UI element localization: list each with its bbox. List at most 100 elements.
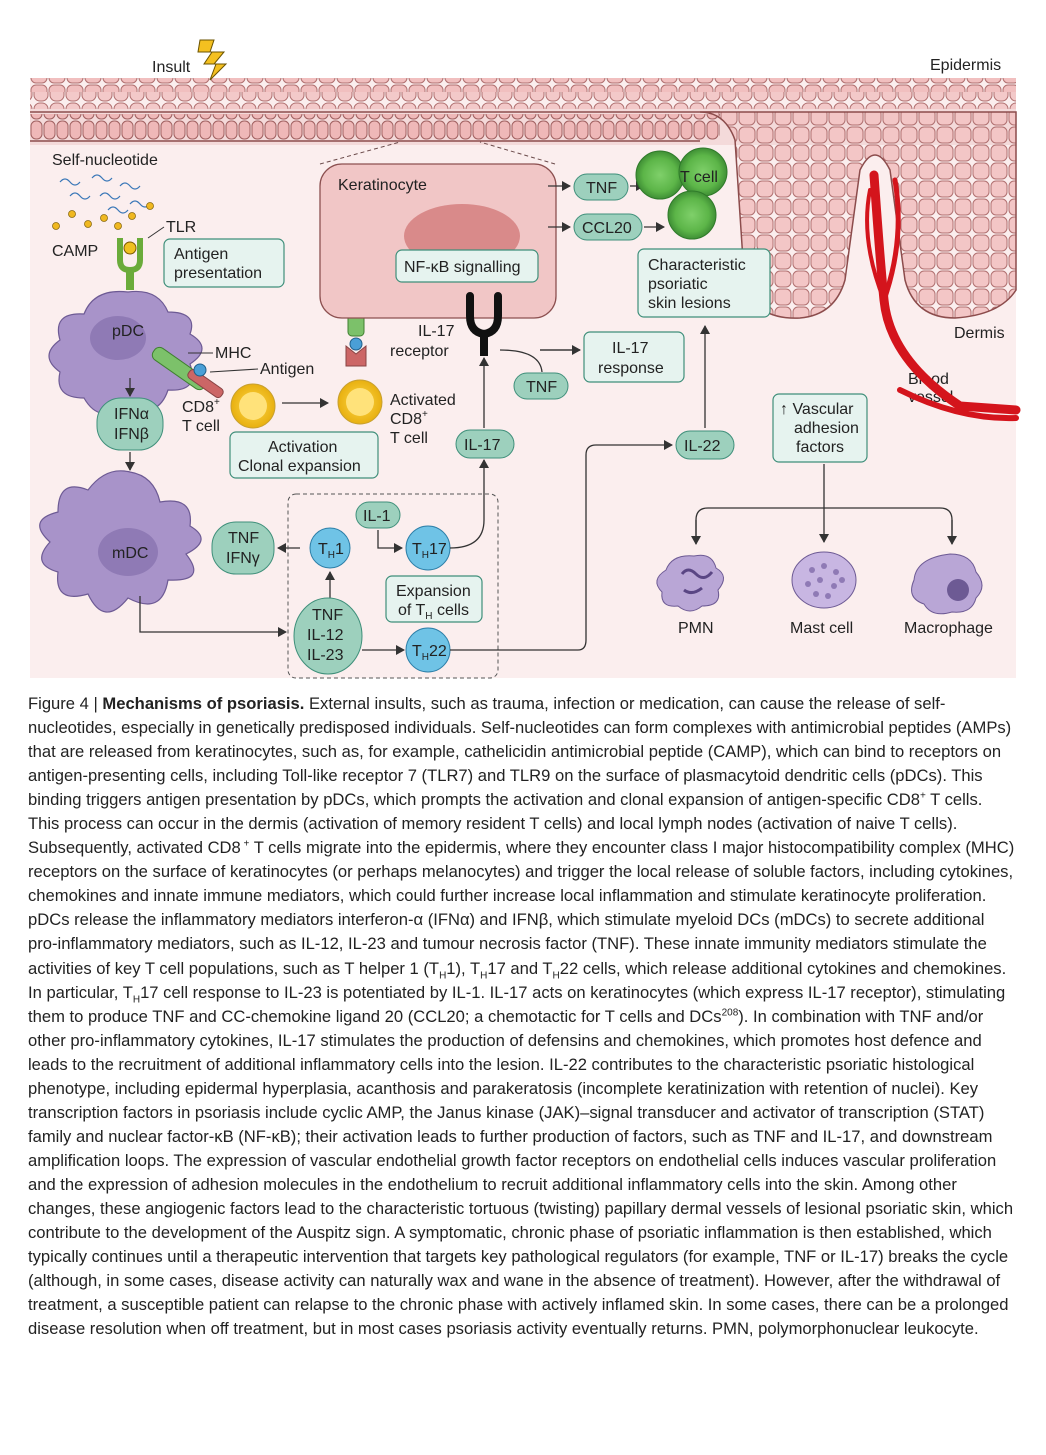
caption-sub-h3: H <box>552 969 560 981</box>
caption-text-5: 17 and T <box>487 958 553 978</box>
svg-text:IL-1: IL-1 <box>363 508 391 525</box>
svg-text:IL-22: IL-22 <box>684 438 721 455</box>
mast-cell: Mast cell <box>790 551 857 637</box>
th17-cell: TH17 <box>405 525 451 571</box>
insult-label: Insult <box>152 59 191 76</box>
caption-text-6: 22 cells, which release additional cytok… <box>28 958 1007 1002</box>
il22-cytokine: IL-22 <box>675 430 735 460</box>
antigen-label: Antigen <box>260 361 314 378</box>
caption-text-3: T cells migrate into the epidermis, wher… <box>28 838 1015 978</box>
activated-label-3: T cell <box>390 430 428 447</box>
th-cell-zone <box>287 493 499 679</box>
tnf-il12-il23-cytokines: TNF IL-12 IL-23 <box>293 597 363 675</box>
epidermis-label: Epidermis <box>930 57 1001 74</box>
svg-text:Characteristic: Characteristic <box>648 257 746 274</box>
svg-text:factors: factors <box>796 439 844 456</box>
nucleotide-strands-icon <box>59 174 151 214</box>
caption-text-7: 17 cell response to IL-23 is potentiated… <box>28 982 1006 1026</box>
svg-text:↑ Vascular: ↑ Vascular <box>780 401 854 418</box>
svg-text:IL-12: IL-12 <box>307 627 344 644</box>
svg-text:pDC: pDC <box>112 323 144 340</box>
tlr-receptor-icon <box>117 238 143 290</box>
svg-text:PMN: PMN <box>678 620 714 637</box>
tnf-ifng-cytokine: TNF IFNγ <box>211 521 275 575</box>
camp-label: CAMP <box>52 243 98 260</box>
svg-text:IL-23: IL-23 <box>307 647 344 664</box>
activation-box: Activation Clonal expansion <box>229 431 379 479</box>
svg-text:of TH cells: of TH cells <box>398 602 469 622</box>
svg-text:mDC: mDC <box>112 545 148 562</box>
caption-text-4: 1), T <box>446 958 481 978</box>
caption-title: Mechanisms of psoriasis. <box>102 694 305 713</box>
svg-text:TNF: TNF <box>312 607 343 624</box>
svg-text:adhesion: adhesion <box>794 420 859 437</box>
svg-text:TH22: TH22 <box>412 643 447 663</box>
tnf-output-cytokine: TNF <box>573 173 629 201</box>
psoriasis-mechanism-diagram: Insult Epidermis Dermis Blood vessel Sel… <box>30 39 1021 679</box>
svg-text:TNF: TNF <box>526 379 557 396</box>
caption-sup-2: + <box>240 838 250 850</box>
keratinocyte-cell: Keratinocyte <box>319 141 557 319</box>
caption-paragraph: Figure 4 | Mechanisms of psoriasis. Exte… <box>28 692 1018 1341</box>
mhc-label: MHC <box>215 345 251 362</box>
activated-label-1: Activated <box>390 392 456 409</box>
caption-text-1: External insults, such as trauma, infect… <box>28 694 1012 810</box>
svg-text:skin lesions: skin lesions <box>648 295 731 312</box>
figure-caption: Figure 4 | Mechanisms of psoriasis. Exte… <box>28 692 1018 1341</box>
il17-receptor-icon <box>466 292 502 356</box>
caption-sup-1: + <box>919 790 926 802</box>
svg-text:Antigen: Antigen <box>174 246 228 263</box>
epidermis-layers <box>30 78 1017 319</box>
svg-text:IFNγ: IFNγ <box>226 550 260 567</box>
svg-text:CCL20: CCL20 <box>582 220 632 237</box>
caption-sub-h2: H <box>480 969 488 981</box>
mdc-cell: mDC <box>39 470 202 613</box>
caption-sub-h4: H <box>132 993 141 1005</box>
caption-text-8: ). In combination with TNF and/or other … <box>28 1006 1014 1339</box>
cd8-label: CD8+ <box>182 397 220 416</box>
th1-cell: TH1 <box>309 527 351 569</box>
svg-text:Clonal expansion: Clonal expansion <box>238 458 361 475</box>
nfkb-signalling-box: NF-κB signalling <box>395 249 539 283</box>
il17-receptor-label-2: receptor <box>390 343 449 360</box>
t-cell-cluster: T cell <box>635 147 728 240</box>
ifn-cytokine: IFNα IFNβ <box>96 397 164 451</box>
lightning-icon <box>197 39 228 81</box>
il17-cytokine: IL-17 <box>455 429 515 459</box>
svg-text:TNF: TNF <box>228 530 259 547</box>
svg-text:TNF: TNF <box>586 180 617 197</box>
activated-label-2: CD8+ <box>390 409 428 428</box>
dermis-label: Dermis <box>954 325 1005 342</box>
cd8-t-cell-label: T cell <box>182 418 220 435</box>
expansion-box: Expansion of TH cells <box>385 575 483 623</box>
tnf-small-cytokine: TNF <box>513 372 569 400</box>
mhc-antigen-complex <box>151 346 224 399</box>
svg-text:IFNα: IFNα <box>114 406 149 423</box>
svg-text:NF-κB signalling: NF-κB signalling <box>404 259 520 276</box>
svg-text:Mast cell: Mast cell <box>790 620 853 637</box>
svg-text:Expansion: Expansion <box>396 583 471 600</box>
caption-ref-208: 208 <box>721 1007 739 1019</box>
blood-vessel <box>865 170 1021 422</box>
caption-fig-number: Figure 4 | <box>28 694 103 713</box>
psoriatic-lesions-box: Characteristic psoriatic skin lesions <box>637 248 771 318</box>
svg-text:Macrophage: Macrophage <box>904 620 993 637</box>
svg-text:IL-17: IL-17 <box>464 437 501 454</box>
tlr-label: TLR <box>166 219 196 236</box>
il1-cytokine: IL-1 <box>355 501 401 529</box>
il17-response-box: IL-17 response <box>583 331 685 383</box>
cd8-t-cell <box>230 383 276 429</box>
ccl20-cytokine: CCL20 <box>573 213 643 241</box>
il17-receptor-label-1: IL-17 <box>418 323 455 340</box>
svg-text:psoriatic: psoriatic <box>648 276 708 293</box>
antigen-presentation-box: Antigen presentation <box>163 238 285 288</box>
svg-text:IL-17: IL-17 <box>612 340 649 357</box>
self-nucleotide-label: Self-nucleotide <box>52 152 158 169</box>
pmn-cell: PMN <box>656 554 724 637</box>
svg-text:T cell: T cell <box>680 169 718 186</box>
svg-text:Keratinocyte: Keratinocyte <box>338 177 427 194</box>
svg-text:IFNβ: IFNβ <box>114 426 149 443</box>
caption-text-2: T cells. This process can occur in the d… <box>28 790 983 858</box>
camp-molecules <box>52 202 154 230</box>
pdc-cell: pDC <box>48 290 203 415</box>
